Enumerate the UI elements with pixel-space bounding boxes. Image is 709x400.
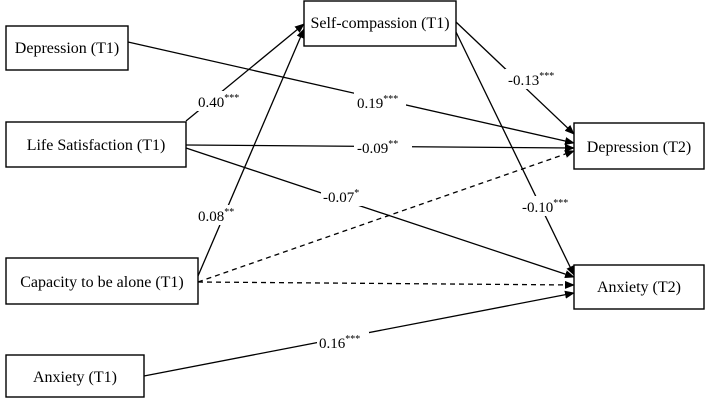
svg-text:Anxiety (T1): Anxiety (T1)	[33, 369, 117, 386]
path-dep1-dep2	[127, 41, 575, 145]
path-sc-anx2	[455, 31, 575, 276]
node-life-satisfaction-t1: Life Satisfaction (T1)	[5, 121, 187, 168]
coef-cap-sc: 0.08**	[198, 207, 234, 225]
svg-text:Depression (T1): Depression (T1)	[15, 40, 119, 57]
svg-text:Life Satisfaction (T1): Life Satisfaction (T1)	[27, 137, 166, 154]
node-depression-t2: Depression (T2)	[573, 122, 705, 170]
node-capacity-alone-t1: Capacity to be alone (T1)	[5, 257, 199, 305]
coef-dep1-dep2: 0.19***	[357, 94, 398, 112]
node-anxiety-t2: Anxiety (T2)	[573, 264, 705, 310]
coef-ls-anx2: -0.07*	[323, 188, 359, 206]
path-ls-anx2	[185, 147, 575, 278]
coefficient-labels: 0.40*** 0.19*** -0.13*** -0.09** -0.07* …	[196, 69, 578, 352]
coef-sc-dep2: -0.13***	[508, 71, 554, 89]
path-cap-sc	[197, 28, 305, 277]
paths	[127, 21, 575, 377]
svg-text:Self-compassion (T1): Self-compassion (T1)	[310, 15, 449, 32]
path-cap-dep2	[197, 150, 575, 283]
svg-text:Capacity to be alone (T1): Capacity to be alone (T1)	[20, 274, 184, 291]
node-depression-t1: Depression (T1)	[5, 25, 129, 71]
coef-sc-anx2: -0.10***	[522, 198, 568, 216]
node-anxiety-t1: Anxiety (T1)	[5, 354, 145, 398]
svg-text:Depression (T2): Depression (T2)	[587, 139, 691, 156]
svg-text:Anxiety (T2): Anxiety (T2)	[597, 279, 681, 296]
coef-ls-sc: 0.40***	[198, 93, 239, 111]
coef-ls-dep2: -0.09**	[357, 139, 398, 157]
node-self-compassion-t1: Self-compassion (T1)	[303, 0, 457, 47]
coef-anx1-anx2: 0.16***	[319, 334, 360, 352]
path-cap-anx2	[197, 280, 575, 289]
